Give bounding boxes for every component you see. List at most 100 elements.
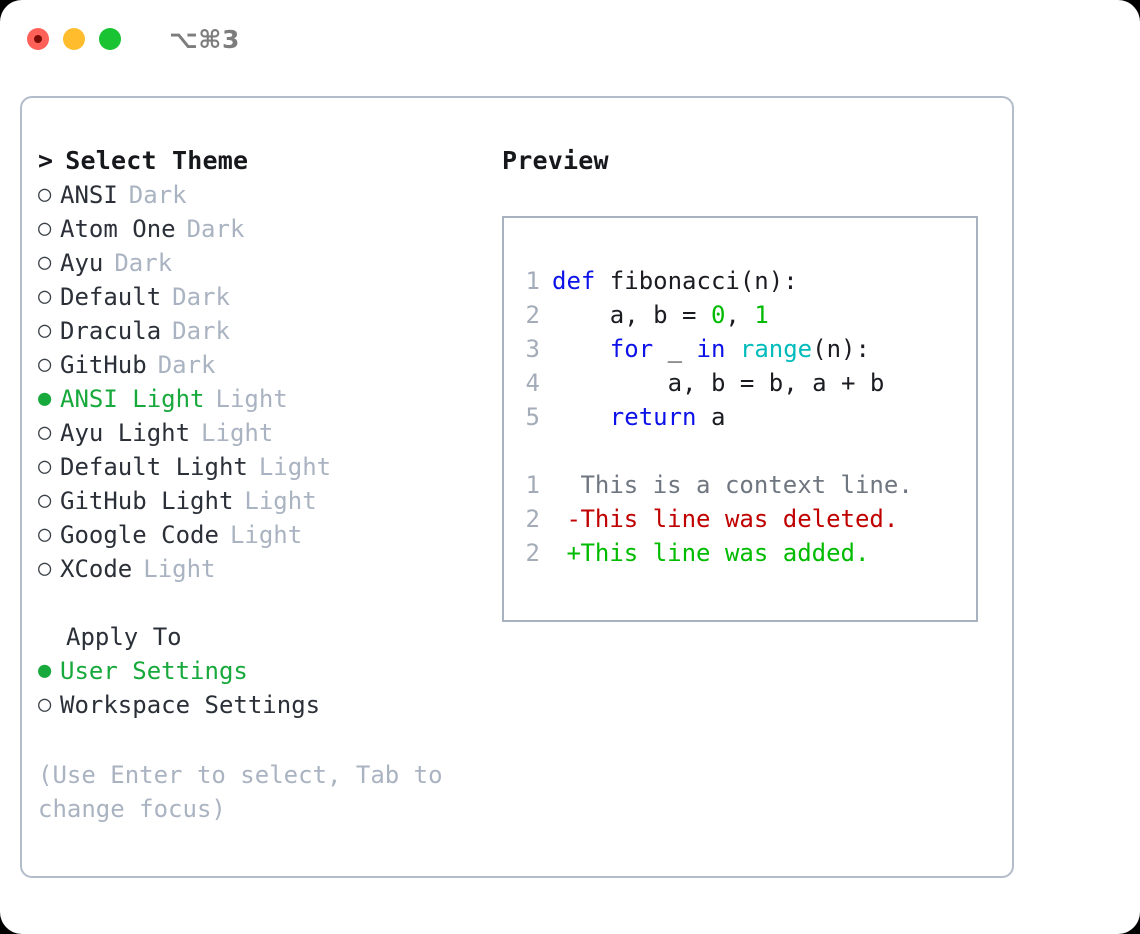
preview-heading: Preview bbox=[502, 146, 609, 175]
radio-unselected-icon[interactable]: ○ bbox=[38, 420, 52, 445]
close-window-button[interactable] bbox=[27, 28, 49, 50]
line-number: 2 bbox=[525, 505, 540, 533]
theme-variant-tag: Dark bbox=[114, 249, 173, 277]
theme-name-label: XCode bbox=[60, 555, 133, 583]
line-number: 2 bbox=[525, 301, 540, 329]
theme-list-item[interactable]: ○ GitHub Light Light bbox=[38, 484, 488, 518]
radio-unselected-icon[interactable]: ○ bbox=[38, 216, 52, 241]
diff-text: This line was added. bbox=[566, 539, 870, 567]
code-token: (n): bbox=[812, 335, 870, 363]
radio-unselected-icon[interactable]: ○ bbox=[38, 284, 52, 309]
theme-variant-tag: Dark bbox=[186, 215, 245, 243]
diff-sign: + bbox=[552, 539, 581, 567]
apply-to-option[interactable]: ○ Workspace Settings bbox=[38, 688, 488, 722]
radio-unselected-icon[interactable]: ○ bbox=[38, 454, 52, 479]
code-token bbox=[552, 335, 610, 363]
theme-variant-tag: Light bbox=[229, 521, 303, 549]
apply-to-option[interactable]: ●User Settings bbox=[38, 654, 488, 688]
radio-unselected-icon[interactable]: ○ bbox=[38, 488, 52, 513]
code-token: , bbox=[725, 301, 755, 329]
code-token: a, b = b, a + b bbox=[552, 369, 885, 397]
code-token: a, b = bbox=[552, 301, 711, 329]
theme-name-label: Atom One bbox=[60, 215, 176, 243]
theme-list-item[interactable]: ○ GitHub Dark bbox=[38, 348, 488, 382]
theme-name-label: Default bbox=[60, 283, 162, 311]
theme-variant-tag: Light bbox=[215, 385, 288, 413]
apply-to-heading: Apply To bbox=[66, 623, 182, 651]
caret-icon: > bbox=[38, 146, 54, 175]
radio-unselected-icon[interactable]: ○ bbox=[38, 182, 52, 207]
code-token: return bbox=[609, 403, 697, 431]
radio-unselected-icon[interactable]: ○ bbox=[38, 522, 52, 547]
radio-unselected-icon[interactable]: ○ bbox=[38, 250, 52, 275]
code-token: range bbox=[739, 335, 813, 363]
theme-name-label: GitHub Light bbox=[60, 487, 234, 515]
radio-unselected-icon[interactable]: ○ bbox=[38, 318, 52, 343]
line-number: 1 bbox=[525, 267, 540, 295]
line-number: 4 bbox=[525, 369, 540, 397]
keyboard-hint-text: (Use Enter to select, Tab to change focu… bbox=[38, 761, 443, 823]
code-token: for bbox=[609, 335, 654, 363]
code-line: 3 for _ in range(n): bbox=[518, 332, 913, 366]
diff-sign: - bbox=[552, 505, 581, 533]
theme-variant-tag: Dark bbox=[157, 351, 216, 379]
line-number: 2 bbox=[525, 539, 540, 567]
diff-text: This line was deleted. bbox=[566, 505, 899, 533]
diff-sign bbox=[552, 468, 566, 502]
theme-name-label: Dracula bbox=[60, 317, 162, 345]
code-token: fibonacci(n): bbox=[595, 267, 798, 295]
theme-variant-tag: Dark bbox=[172, 283, 230, 311]
code-token bbox=[552, 403, 610, 431]
code-line: 2 a, b = 0, 1 bbox=[518, 298, 913, 332]
code-token: a bbox=[696, 403, 726, 431]
theme-list-item[interactable]: ○ Atom One Dark bbox=[38, 212, 488, 246]
radio-unselected-icon[interactable]: ○ bbox=[38, 692, 52, 717]
theme-list-item[interactable]: ○ XCode Light bbox=[38, 552, 488, 586]
code-line: 1 def fibonacci(n): bbox=[518, 264, 913, 298]
theme-variant-tag: Light bbox=[258, 453, 332, 481]
code-token: in bbox=[696, 335, 726, 363]
code-token bbox=[725, 335, 739, 363]
theme-list-item[interactable]: ○ Default Dark bbox=[38, 280, 488, 314]
code-token: 0 bbox=[710, 301, 726, 329]
code-line: 5 return a bbox=[518, 400, 913, 434]
traffic-lights bbox=[27, 28, 121, 50]
apply-to-label: Workspace Settings bbox=[60, 691, 321, 719]
radio-unselected-icon[interactable]: ○ bbox=[38, 352, 52, 377]
apply-to-list: ●User Settings ○ Workspace Settings bbox=[38, 654, 488, 722]
radio-selected-icon[interactable]: ● bbox=[38, 658, 52, 683]
keyboard-shortcut-label: ⌥⌘3 bbox=[169, 24, 240, 54]
maximize-window-button[interactable] bbox=[99, 28, 121, 50]
diff-text: This is a context line. bbox=[566, 471, 913, 499]
code-blank-line bbox=[518, 434, 913, 468]
theme-variant-tag: Light bbox=[143, 555, 216, 583]
theme-name-label: Ayu Light bbox=[60, 419, 191, 447]
theme-list-item[interactable]: ○ Ayu Light Light bbox=[38, 416, 488, 450]
theme-variant-tag: Light bbox=[244, 487, 317, 515]
line-number: 3 bbox=[525, 335, 540, 363]
minimize-window-button[interactable] bbox=[63, 28, 85, 50]
line-number: 1 bbox=[525, 471, 540, 499]
code-token: def bbox=[552, 267, 596, 295]
theme-variant-tag: Light bbox=[201, 419, 274, 447]
theme-name-label: GitHub bbox=[60, 351, 147, 379]
page-title: Select Theme bbox=[65, 146, 249, 175]
radio-unselected-icon[interactable]: ○ bbox=[38, 556, 52, 581]
theme-name-label: ANSI bbox=[60, 181, 118, 209]
diff-line: 1 This is a context line. bbox=[518, 468, 913, 502]
theme-name-label: Google Code bbox=[60, 521, 219, 549]
radio-selected-icon[interactable]: ● bbox=[38, 386, 52, 411]
theme-list-item[interactable]: ○ Google Code Light bbox=[38, 518, 488, 552]
